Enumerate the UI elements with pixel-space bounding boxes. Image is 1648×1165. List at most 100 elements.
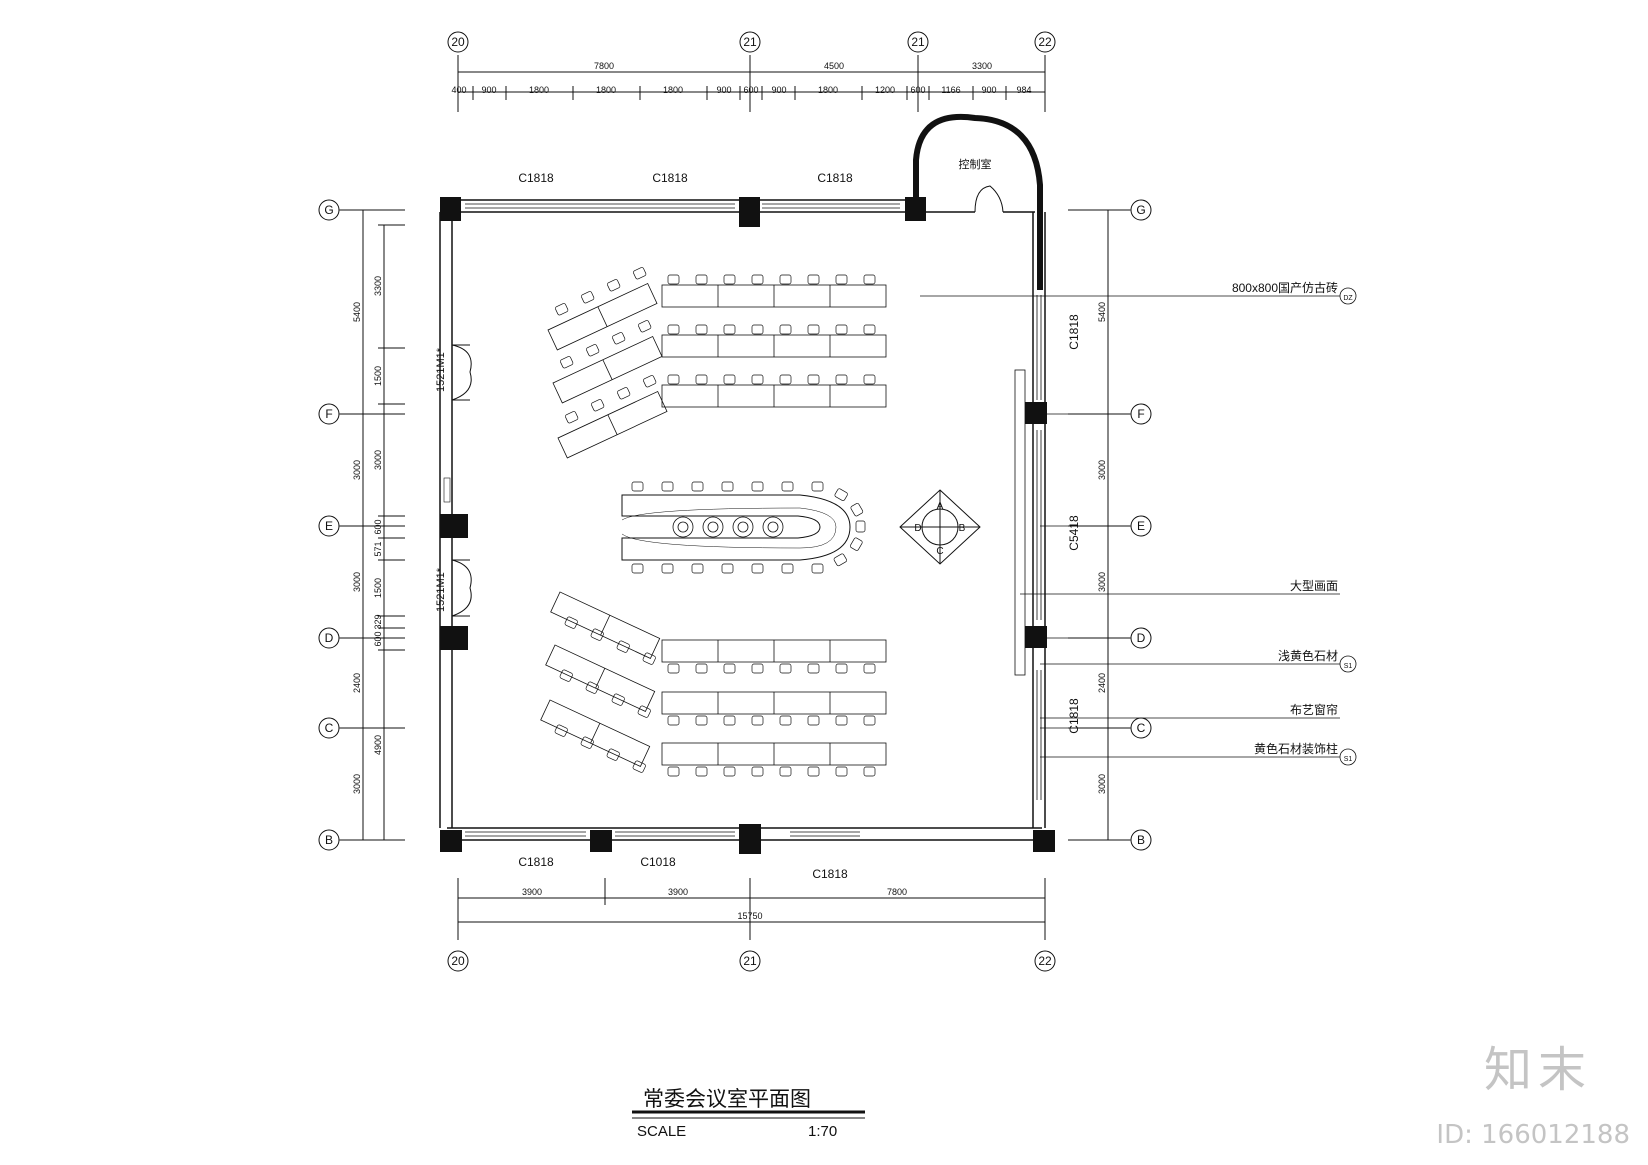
angled-desks-upper [547, 282, 668, 459]
bottom-dim: 3900 [522, 887, 542, 897]
chair [585, 681, 599, 694]
chair [807, 374, 820, 385]
right-dim-labels: 5400 3000 3000 2400 3000 [1097, 302, 1107, 794]
angled-desks-lower [540, 591, 661, 767]
left-dim: 600 [373, 631, 383, 646]
chair [835, 715, 848, 726]
callout-leaders [920, 287, 1357, 766]
chair [590, 628, 604, 641]
callout-labels: 800x800国产仿古砖 DZ 大型画面 浅黄色石材 S1 布艺窗帘 黄色石材装… [1232, 280, 1353, 763]
left-dim: 600 [373, 519, 383, 534]
control-room-wall [913, 113, 1043, 290]
chair [863, 766, 876, 777]
chair [555, 303, 569, 316]
left-dimensions [340, 209, 405, 841]
control-room-label: 控制室 [959, 157, 992, 171]
axis-left-f: F [325, 407, 332, 421]
left-dim: 5400 [352, 302, 362, 322]
top-dim-minor: 600 [910, 85, 925, 95]
chair [586, 344, 600, 357]
chair [580, 736, 594, 749]
svg-text:C: C [936, 546, 943, 557]
scale-label: SCALE [637, 1123, 686, 1140]
bottom-dimensions [457, 878, 1046, 940]
chair [564, 616, 578, 629]
chair [855, 520, 866, 533]
top-dim-minor: 1800 [529, 85, 549, 95]
chair [751, 563, 764, 574]
chair [751, 715, 764, 726]
chair [695, 324, 708, 335]
chair [723, 663, 736, 674]
chair [835, 324, 848, 335]
callout-tag: S1 [1344, 756, 1353, 763]
chair [560, 356, 574, 369]
top-dim-minor: 400 [451, 85, 466, 95]
chair [637, 705, 651, 718]
axis-right-c: C [1137, 721, 1146, 735]
chair [835, 374, 848, 385]
chair [751, 324, 764, 335]
right-dim: 2400 [1097, 673, 1107, 693]
chair [779, 663, 792, 674]
chairs [554, 267, 876, 777]
left-dim: 3300 [373, 276, 383, 296]
chair [559, 669, 573, 682]
axis-left-g: G [324, 203, 333, 217]
chair [581, 291, 595, 304]
axis-leaders [339, 209, 1131, 841]
door-labels: 1521M1* 1521M1* [435, 347, 447, 612]
axis-left-b: B [325, 833, 333, 847]
bottom-dim-labels: 3900 3900 7800 15750 [522, 887, 907, 921]
chair [833, 553, 847, 567]
chair [667, 374, 680, 385]
door-tag: 1521M1* [435, 347, 447, 392]
left-dim-labels: 5400 3000 3000 2400 3000 3300 1500 3000 … [352, 276, 383, 794]
chair [723, 374, 736, 385]
left-dim: 571 [373, 541, 383, 556]
axis-right-e: E [1137, 519, 1145, 533]
chair [632, 760, 646, 773]
chair [638, 320, 652, 333]
chair [695, 374, 708, 385]
chair [807, 274, 820, 285]
chair [807, 715, 820, 726]
chair [565, 411, 579, 424]
window-tag-right: C5418 [1067, 515, 1081, 551]
callout-large-screen: 大型画面 [1290, 579, 1338, 593]
svg-text:A: A [937, 501, 944, 512]
conference-table [621, 494, 851, 561]
chair [667, 715, 680, 726]
top-dim-minor: 600 [743, 85, 758, 95]
bottom-dim: 7800 [887, 887, 907, 897]
window-labels: C1818 C1818 C1818 C1818 C1018 C1818 C181… [518, 171, 1081, 881]
top-dim-minor: 1200 [875, 85, 895, 95]
watermark-logo: 知末 [1483, 1042, 1592, 1098]
chair [751, 274, 764, 285]
windows [465, 203, 1042, 837]
drawing-title: 常委会议室平面图 [643, 1088, 811, 1111]
chair [863, 715, 876, 726]
right-dim: 3000 [1097, 460, 1107, 480]
chair [633, 267, 647, 280]
left-dim: 3000 [373, 450, 383, 470]
desk-rows-lower [661, 639, 887, 766]
right-dim: 3000 [1097, 774, 1107, 794]
callout-stone: 浅黄色石材 [1278, 649, 1338, 663]
chair [667, 766, 680, 777]
axis-bottom-20: 20 [451, 954, 465, 968]
chair [751, 481, 764, 492]
chair [863, 374, 876, 385]
chair [607, 279, 621, 292]
callout-tag: DZ [1343, 295, 1353, 302]
chair [863, 663, 876, 674]
window-tag-bottom: C1818 [518, 855, 554, 869]
left-dim: 1500 [373, 578, 383, 598]
callout-column: 黄色石材装饰柱 [1254, 741, 1338, 756]
window-tag-bottom: C1818 [812, 867, 848, 881]
chair [643, 375, 657, 388]
chair [751, 663, 764, 674]
chair [695, 274, 708, 285]
top-dimensions [457, 55, 1046, 112]
